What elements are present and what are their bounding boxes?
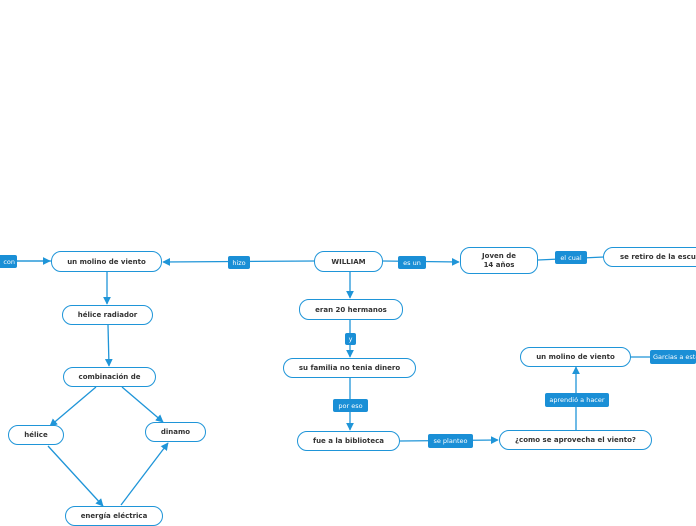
label-por-eso[interactable]: por eso — [333, 399, 368, 412]
node-energia-electrica[interactable]: energía eléctrica — [65, 506, 163, 526]
label-con-text: con — [3, 257, 15, 266]
label-se-planteo[interactable]: se planteo — [428, 434, 473, 448]
node-helice[interactable]: hélice — [8, 425, 64, 445]
label-es-un[interactable]: es un — [398, 256, 426, 269]
label-el-cual[interactable]: el cual — [555, 251, 587, 264]
label-aprendio-a-hacer[interactable]: aprendió a hacer — [545, 393, 609, 407]
node-fue-a-biblioteca[interactable]: fue a la biblioteca — [297, 431, 400, 451]
joven-line1: Joven de — [482, 251, 516, 260]
node-familia-sin-dinero[interactable]: su familia no tenia dinero — [283, 358, 416, 378]
node-se-retiro-escuela[interactable]: se retiro de la escuela — [603, 247, 696, 267]
edge-energia-dinamo — [120, 442, 169, 506]
label-y[interactable]: y — [345, 333, 356, 345]
node-molino-de-viento[interactable]: un molino de viento — [51, 251, 162, 272]
edge-helice-energia — [47, 445, 104, 507]
node-eran-20-hermanos[interactable]: eran 20 hermanos — [299, 299, 403, 320]
node-como-aprovecha-viento[interactable]: ¿como se aprovecha el viento? — [499, 430, 652, 450]
edge-combinacion-dinamo — [121, 386, 164, 423]
node-dinamo[interactable]: dinamo — [145, 422, 206, 442]
label-gracias-text: Garcias a esto — [653, 353, 696, 361]
node-joven-14-anos[interactable]: Joven de 14 años — [460, 247, 538, 274]
label-con[interactable]: con — [0, 255, 17, 268]
label-hizo[interactable]: hizo — [228, 256, 250, 269]
edge-radiador-combinacion — [104, 324, 113, 367]
joven-line2: 14 años — [483, 260, 515, 269]
node-william[interactable]: WILLIAM — [314, 251, 383, 272]
edge-combinacion-helice — [49, 386, 97, 427]
node-combinacion-de[interactable]: combinación de — [63, 367, 156, 387]
node-molino-de-viento-2[interactable]: un molino de viento — [520, 347, 631, 367]
node-helice-radiador[interactable]: hélice radiador — [62, 305, 153, 325]
retiro-text: se retiro de la escuela — [620, 253, 696, 261]
label-gracias-a-esto[interactable]: Garcias a esto — [650, 350, 696, 364]
